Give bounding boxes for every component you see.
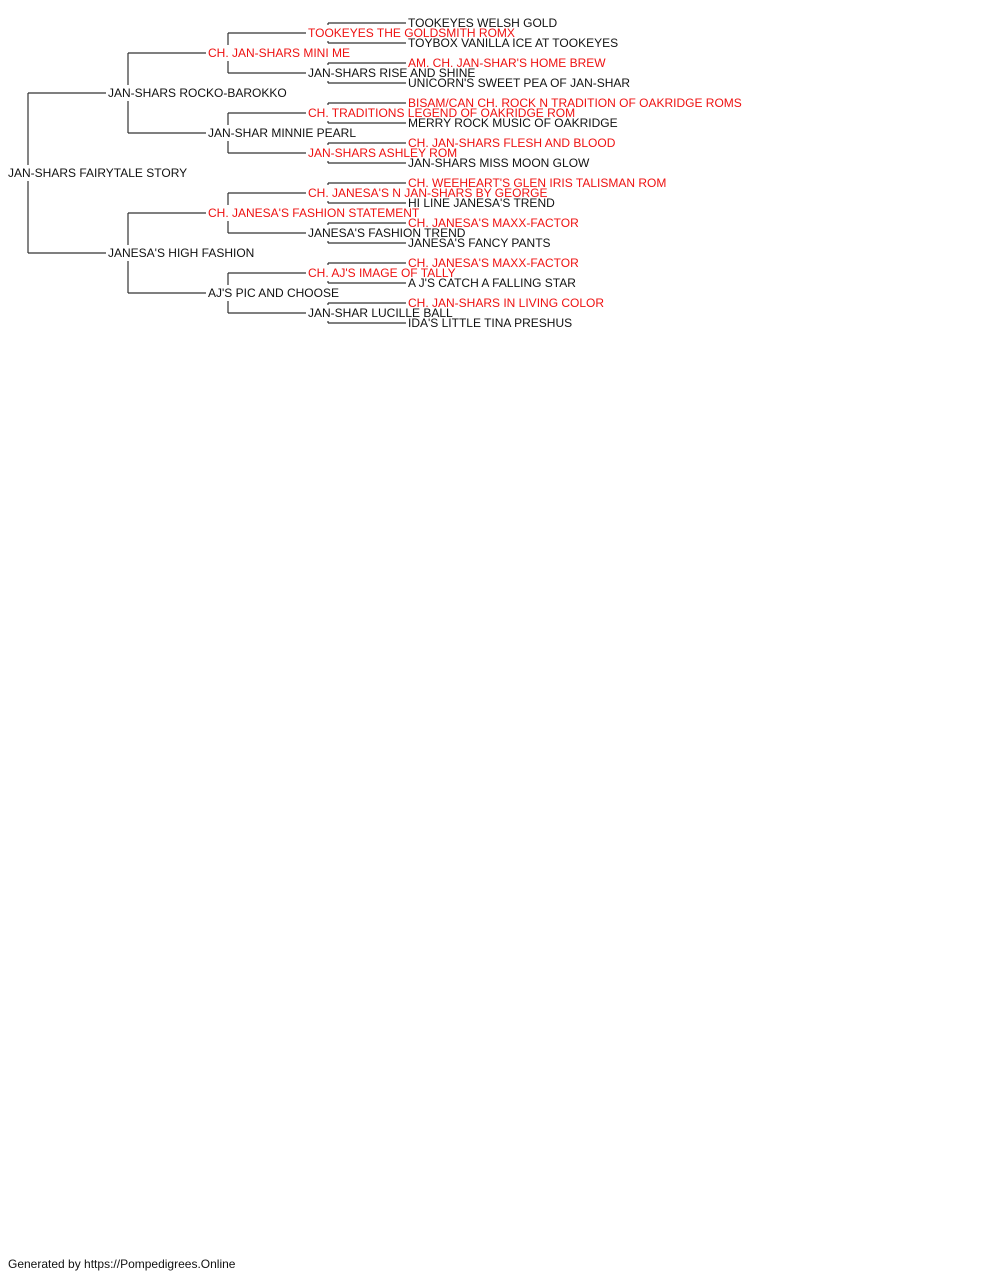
pedigree-node-gen2: CH. JAN-SHARS MINI ME (208, 46, 351, 60)
pedigree-node-gen4: AM. CH. JAN-SHAR'S HOME BREW (408, 56, 606, 70)
pedigree-node-gen3: JANESA'S FASHION TREND (308, 226, 466, 240)
pedigree-node-gen3: CH. AJ'S IMAGE OF TALLY (308, 266, 456, 280)
pedigree-node-gen4: CH. JAN-SHARS FLESH AND BLOOD (408, 136, 616, 150)
pedigree-node-gen4: TOYBOX VANILLA ICE AT TOOKEYES (408, 36, 619, 50)
footer-credit: Generated by https://Pompedigrees.Online (8, 1257, 236, 1271)
pedigree-node-gen3: JAN-SHAR LUCILLE BALL (308, 306, 453, 320)
pedigree-node-gen4: BISAM/CAN CH. ROCK N TRADITION OF OAKRID… (408, 96, 742, 110)
pedigree-node-gen4: MERRY ROCK MUSIC OF OAKRIDGE (408, 116, 618, 130)
pedigree-node-gen4: IDA'S LITTLE TINA PRESHUS (408, 316, 573, 330)
pedigree-node-gen4: CH. JAN-SHARS IN LIVING COLOR (408, 296, 605, 310)
pedigree-node-gen3: CH. JANESA'S N JAN-SHARS BY GEORGE (308, 186, 548, 200)
pedigree-node-gen3: JAN-SHARS RISE AND SHINE (308, 66, 476, 80)
pedigree-node-gen2: AJ'S PIC AND CHOOSE (208, 286, 339, 300)
pedigree-node-gen2: CH. JANESA'S FASHION STATEMENT (208, 206, 420, 220)
pedigree-node-gen4: CH. WEEHEART'S GLEN IRIS TALISMAN ROM (408, 176, 667, 190)
pedigree-node-gen2: JAN-SHAR MINNIE PEARL (208, 126, 357, 140)
pedigree-node-gen3: JAN-SHARS ASHLEY ROM (308, 146, 458, 160)
pedigree-node-gen3: TOOKEYES THE GOLDSMITH ROMX (308, 26, 515, 40)
pedigree-node-gen4: CH. JANESA'S MAXX-FACTOR (408, 256, 579, 270)
pedigree-node-gen4: TOOKEYES WELSH GOLD (408, 16, 558, 30)
pedigree-node-gen4: JAN-SHARS MISS MOON GLOW (408, 156, 590, 170)
pedigree-node-gen3: CH. TRADITIONS LEGEND OF OAKRIDGE ROM (308, 106, 576, 120)
pedigree-node-gen4: A J'S CATCH A FALLING STAR (408, 276, 576, 290)
pedigree-node-gen4: UNICORN'S SWEET PEA OF JAN-SHAR (408, 76, 631, 90)
pedigree-node-gen4: HI LINE JANESA'S TREND (408, 196, 555, 210)
pedigree-node-gen4: CH. JANESA'S MAXX-FACTOR (408, 216, 579, 230)
pedigree-node-gen1: JAN-SHARS ROCKO-BAROKKO (108, 86, 287, 100)
pedigree-node-gen4: JANESA'S FANCY PANTS (408, 236, 551, 250)
pedigree-node-gen1: JANESA'S HIGH FASHION (108, 246, 255, 260)
pedigree-node-gen0: JAN-SHARS FAIRYTALE STORY (8, 166, 188, 180)
